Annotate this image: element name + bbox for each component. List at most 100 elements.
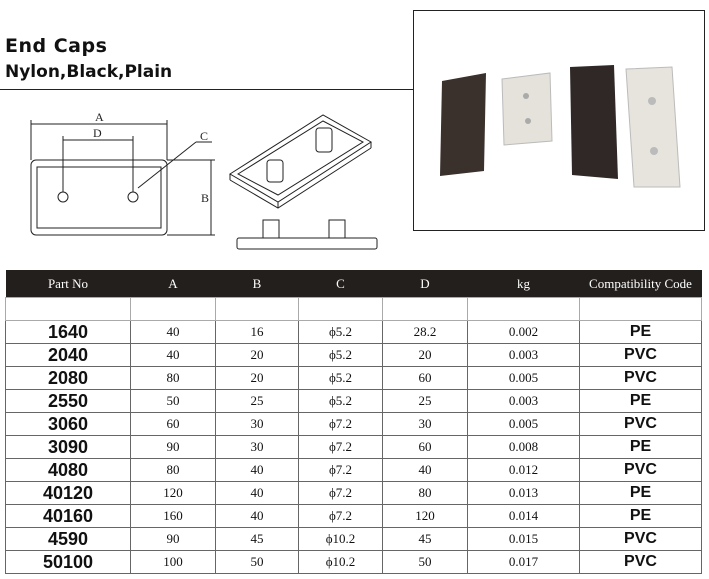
label-c: C (200, 129, 208, 143)
cell-d: 20 (382, 343, 468, 367)
title-divider (0, 89, 414, 90)
cell-kg: 0.005 (467, 366, 580, 390)
cell-a: 90 (130, 527, 216, 551)
cell-compatibility-code: PVC (579, 527, 702, 551)
cell-part-no: 1640 (5, 320, 131, 344)
cell-b: 40 (215, 458, 299, 482)
cell-b: 20 (215, 343, 299, 367)
cell-d: 28.2 (382, 320, 468, 344)
cell-kg: 0.014 (467, 504, 580, 528)
col-header-c: C (298, 270, 383, 298)
col-header-part-no: Part No (5, 270, 131, 298)
cell-kg: 0.015 (467, 527, 580, 551)
cell-c: ϕ10.2 (298, 550, 383, 574)
cell-d: 80 (382, 481, 468, 505)
cell-compatibility-code: PVC (579, 412, 702, 436)
cell-b: 25 (215, 389, 299, 413)
cell-a: 80 (130, 366, 216, 390)
cell-compatibility-code: PVC (579, 343, 702, 367)
cell-d: 120 (382, 504, 468, 528)
label-a: A (95, 110, 104, 124)
col-header-d: D (382, 270, 468, 298)
cell-kg: 0.003 (467, 389, 580, 413)
col-header-kg: kg (467, 270, 580, 298)
cell-part-no: 3060 (5, 412, 131, 436)
cell-part-no: 2550 (5, 389, 131, 413)
blank-row (5, 297, 702, 321)
cell-a: 160 (130, 504, 216, 528)
cell-d: 60 (382, 435, 468, 459)
cell-part-no: 2040 (5, 343, 131, 367)
cell-d: 50 (382, 550, 468, 574)
cell-a: 60 (130, 412, 216, 436)
cell-b: 30 (215, 412, 299, 436)
cell-a: 90 (130, 435, 216, 459)
cell-part-no: 40160 (5, 504, 131, 528)
cell-kg: 0.008 (467, 435, 580, 459)
cell-part-no: 2080 (5, 366, 131, 390)
table-header-row: Part No A B C D kg Compatibility Code (5, 270, 702, 298)
cell-c: ϕ7.2 (298, 504, 383, 528)
cell-part-no: 40120 (5, 481, 131, 505)
cell-kg: 0.002 (467, 320, 580, 344)
col-header-compatibility-code: Compatibility Code (579, 270, 702, 298)
cell-a: 120 (130, 481, 216, 505)
end-caps-photo (440, 65, 681, 188)
page-subtitle: Nylon,Black,Plain (5, 62, 173, 82)
cell-part-no: 50100 (5, 550, 131, 574)
cell-c: ϕ7.2 (298, 481, 383, 505)
cell-compatibility-code: PE (579, 481, 702, 505)
cell-compatibility-code: PE (579, 320, 702, 344)
cell-a: 40 (130, 320, 216, 344)
cell-compatibility-code: PE (579, 504, 702, 528)
label-b: B (201, 191, 209, 205)
cell-c: ϕ10.2 (298, 527, 383, 551)
cell-kg: 0.005 (467, 412, 580, 436)
cell-a: 100 (130, 550, 216, 574)
cell-c: ϕ5.2 (298, 343, 383, 367)
cell-d: 30 (382, 412, 468, 436)
cell-compatibility-code: PVC (579, 458, 702, 482)
col-header-a: A (130, 270, 216, 298)
cell-b: 50 (215, 550, 299, 574)
cell-b: 16 (215, 320, 299, 344)
cell-c: ϕ7.2 (298, 435, 383, 459)
cell-part-no: 4590 (5, 527, 131, 551)
page-title: End Caps (5, 35, 108, 57)
cell-d: 40 (382, 458, 468, 482)
cell-a: 40 (130, 343, 216, 367)
cell-a: 80 (130, 458, 216, 482)
cell-compatibility-code: PVC (579, 550, 702, 574)
cell-b: 20 (215, 366, 299, 390)
cell-c: ϕ7.2 (298, 412, 383, 436)
cell-d: 25 (382, 389, 468, 413)
cell-kg: 0.012 (467, 458, 580, 482)
specifications-table: Part No A B C D kg Compatibility Code 16… (5, 270, 702, 574)
cell-compatibility-code: PVC (579, 366, 702, 390)
cell-b: 30 (215, 435, 299, 459)
cell-b: 45 (215, 527, 299, 551)
product-photo (413, 10, 705, 231)
cell-b: 40 (215, 504, 299, 528)
cell-part-no: 3090 (5, 435, 131, 459)
cell-a: 50 (130, 389, 216, 413)
cell-compatibility-code: PE (579, 389, 702, 413)
cell-compatibility-code: PE (579, 435, 702, 459)
cell-kg: 0.003 (467, 343, 580, 367)
cell-kg: 0.013 (467, 481, 580, 505)
cell-b: 40 (215, 481, 299, 505)
cell-kg: 0.017 (467, 550, 580, 574)
cell-c: ϕ5.2 (298, 389, 383, 413)
cell-d: 45 (382, 527, 468, 551)
label-d: D (93, 126, 102, 140)
